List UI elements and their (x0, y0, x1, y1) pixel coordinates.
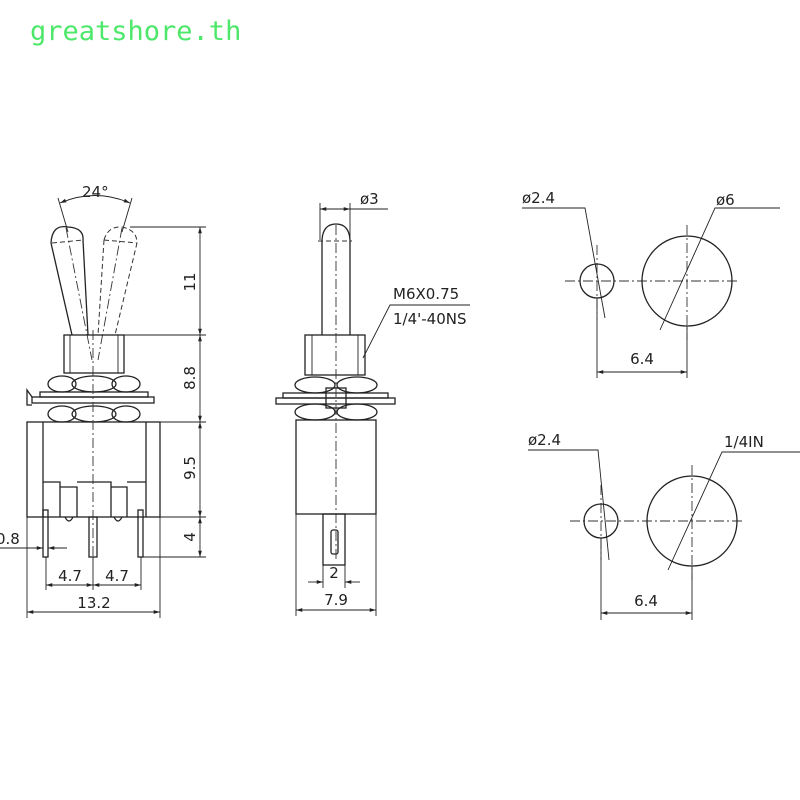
dim-pin-width-side: 2 (329, 564, 339, 582)
lever-left (50, 225, 89, 336)
thread-metric-label: M6X0.75 (393, 285, 459, 303)
large-hole-label: ø6 (716, 191, 735, 209)
dim-lever-height: 11 (181, 272, 199, 291)
hole-spacing-label: 6.4 (634, 592, 658, 610)
dim-pin-height: 4 (181, 532, 199, 542)
watermark: greatshore.th (30, 16, 241, 47)
angle-label: 24° (82, 183, 109, 201)
dim-body-depth: 7.9 (324, 591, 348, 609)
thread-imperial-label: 1/4'-40NS (393, 310, 467, 328)
dim-bushing-height: 8.8 (181, 366, 199, 390)
side-view: ø3 M6X0.75 1/4'-40NS 2 7.9 (275, 190, 470, 616)
front-view: 24° (0, 183, 206, 618)
panel-cutout-metric: ø2.4 ø6 6.4 (522, 189, 780, 378)
angle-arc (59, 195, 131, 204)
small-hole-label: ø2.4 (528, 431, 561, 449)
dim-pitch-left: 4.7 (58, 567, 82, 585)
switch-body (26, 421, 161, 518)
dim-lever-diameter: ø3 (360, 190, 379, 208)
dim-body-width: 13.2 (77, 594, 110, 612)
small-hole-label: ø2.4 (522, 189, 555, 207)
dim-body-height: 9.5 (181, 456, 199, 480)
dim-pitch-right: 4.7 (105, 567, 129, 585)
dim-pin-width: 0.8 (0, 530, 20, 548)
hole-spacing-label: 6.4 (630, 350, 654, 368)
panel-cutout-imperial: ø2.4 1/4IN 6.4 (528, 431, 800, 620)
large-hole-label: 1/4IN (724, 433, 764, 451)
lever-side (321, 223, 351, 335)
